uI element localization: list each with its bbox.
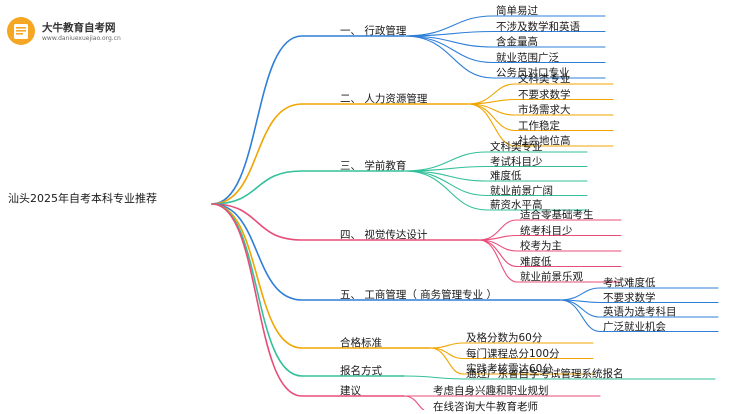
leaf-b3-0: 文科类专业 (490, 141, 543, 153)
leaf-b1-4: 公务员对口专业 (496, 67, 570, 79)
leaf-b3-2: 难度低 (490, 170, 522, 182)
logo-url: www.daniuexuejiao.org.cn (42, 35, 121, 42)
branch-connector (211, 203, 561, 301)
leaf-connector (403, 395, 425, 410)
leaf-b1-2: 含金量高 (496, 36, 538, 48)
logo-title: 大牛教育自考网 (42, 22, 116, 34)
site-logo: 大牛教育自考网 www.daniuexuejiao.org.cn (6, 14, 136, 48)
leaf-b6-0: 及格分数为60分 (466, 332, 543, 344)
leaf-b8-0: 考虑自身兴趣和职业规划 (433, 385, 549, 397)
leaf-b3-4: 薪资水平高 (490, 199, 543, 211)
leaf-b5-1: 不要求数学 (603, 291, 656, 304)
branch-b4-label: 四、 视觉传达设计 (340, 229, 428, 241)
leaf-b4-2: 校考为主 (520, 240, 562, 252)
leaf-connector (403, 170, 588, 211)
leaf-b2-3: 工作稳定 (518, 119, 560, 132)
leaf-connector (403, 30, 606, 37)
branch-b1-label: 一、 行政管理 (340, 25, 407, 37)
leaf-b1-3: 就业范围广泛 (496, 51, 559, 64)
branch-b8-label: 建议 (340, 385, 361, 397)
branch-b6-label: 合格标准 (340, 337, 382, 349)
leaf-b5-3: 广泛就业机会 (603, 320, 666, 333)
leaf-b1-0: 简单易过 (496, 5, 538, 17)
leaf-b5-2: 英语为选考科目 (603, 306, 677, 318)
leaf-b2-0: 文科类专业 (518, 73, 571, 85)
root-topic: 汕头2025年自考本科专业推荐 (8, 192, 157, 205)
leaf-b3-1: 考试科目少 (490, 155, 543, 168)
leaf-connector (403, 165, 588, 172)
leaf-connector (559, 299, 719, 333)
leaf-connector (403, 35, 606, 79)
leaf-connector (403, 375, 716, 380)
leaf-b5-0: 考试难度低 (603, 277, 656, 289)
branch-connector (211, 103, 469, 205)
branch-connector (211, 170, 405, 205)
leaf-connector (403, 151, 588, 172)
leaf-b8-1: 在线咨询大牛教育老师 (433, 401, 538, 413)
leaf-b4-4: 就业前景乐观 (520, 271, 583, 283)
branch-connector (211, 203, 480, 241)
leaf-b2-1: 不要求数学 (518, 88, 571, 101)
leaf-b6-2: 实践考核需达60分 (466, 363, 553, 375)
branch-b7-label: 报名方式 (340, 365, 382, 377)
book-icon (7, 17, 35, 45)
leaf-b1-1: 不涉及数学和英语 (496, 20, 580, 33)
branch-b5-label: 五、 工商管理（ 商务管理专业 ） (340, 289, 498, 301)
branch-b2-label: 二、 人力资源管理 (340, 93, 428, 105)
leaf-connector (403, 15, 606, 37)
branch-connector (211, 203, 405, 397)
branch-connector (211, 35, 405, 205)
leaf-connector (478, 239, 622, 283)
leaf-b2-4: 社会地位高 (518, 135, 571, 147)
leaf-connector (429, 347, 594, 375)
leaf-b4-3: 难度低 (520, 255, 552, 268)
leaf-b6-1: 每门课程总分100分 (466, 347, 560, 360)
leaf-b4-1: 统考科目少 (520, 224, 573, 237)
leaf-connector (467, 103, 614, 147)
branch-connector (211, 203, 431, 349)
branch-b3-label: 三、 学前教育 (340, 160, 407, 172)
leaf-b3-3: 就业前景广阔 (490, 184, 553, 197)
leaf-b7-0: 通过广东省自学考试管理系统报名 (466, 368, 624, 380)
leaf-b4-0: 适合零基础考生 (520, 209, 594, 221)
leaf-b2-2: 市场需求大 (518, 104, 571, 116)
